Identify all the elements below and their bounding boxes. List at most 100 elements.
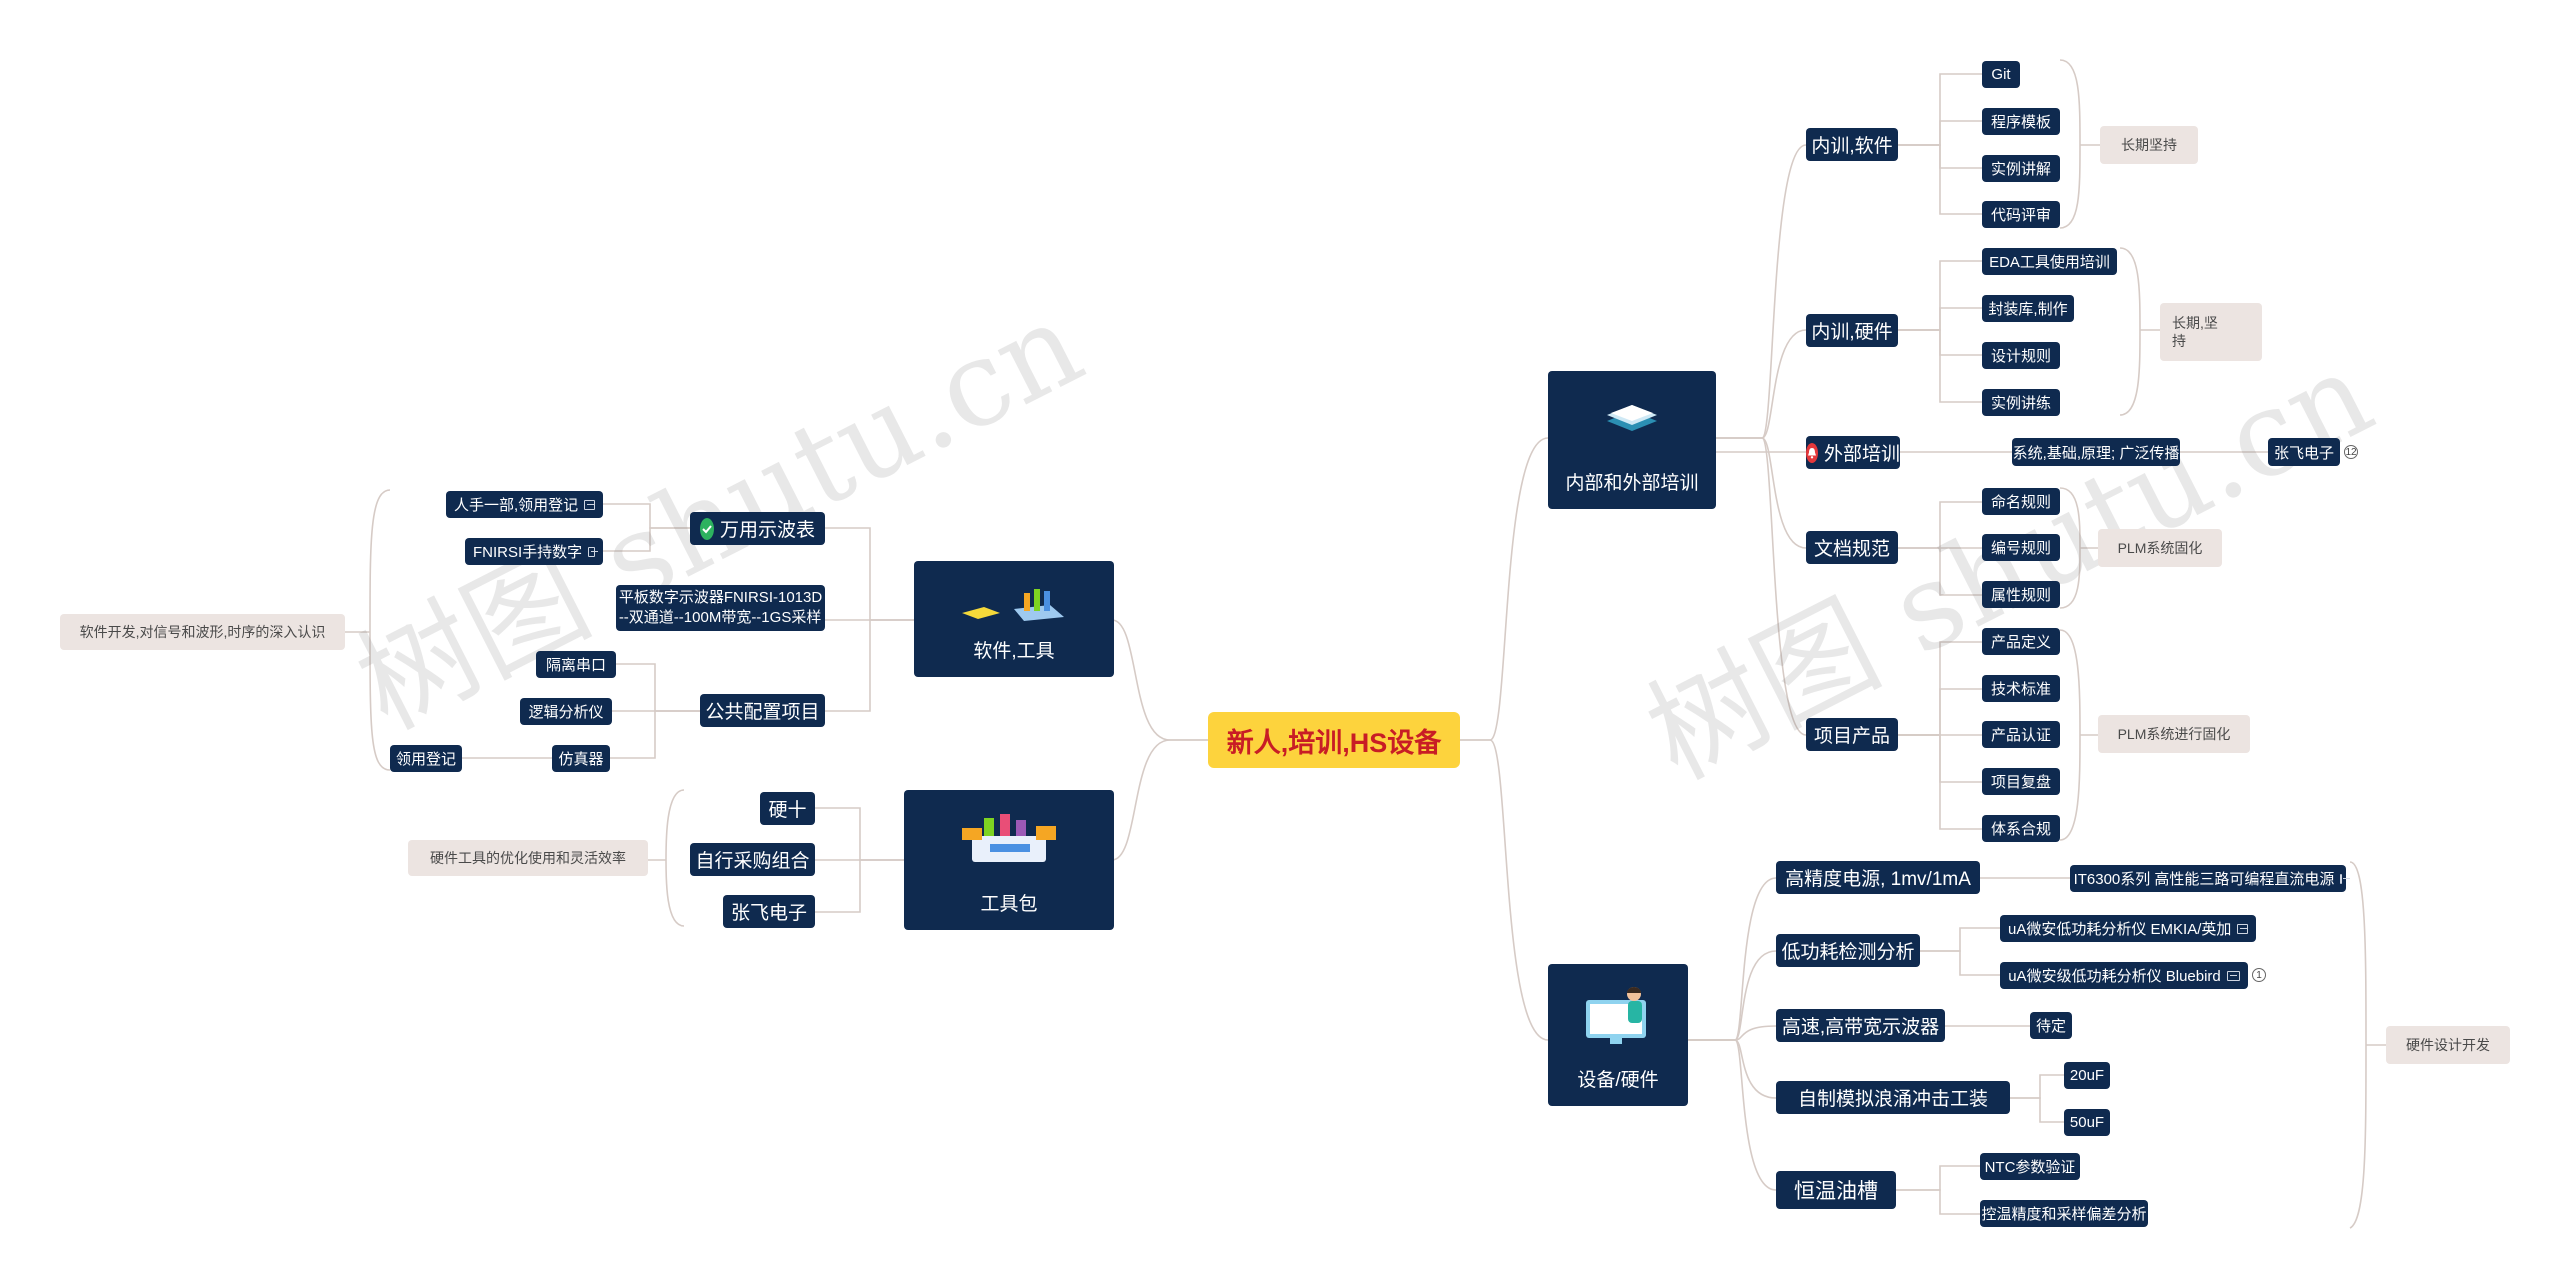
node-label: Git: [1991, 66, 2010, 83]
main-node-label: 工具包: [980, 889, 1037, 916]
node-emulator-register[interactable]: 领用登记: [390, 745, 462, 772]
main-node-equipment[interactable]: 设备/硬件: [1548, 964, 1688, 1106]
tablet-scope-line2: --双通道--100M带宽--1GS采样: [619, 609, 822, 626]
summary-plm-process[interactable]: PLM系统进行固化: [2098, 715, 2250, 753]
node-label: FNIRSI手持数字: [473, 541, 582, 562]
main-node-toolkit[interactable]: 工具包: [904, 790, 1114, 930]
main-node-software-tools[interactable]: 软件,工具: [914, 561, 1114, 677]
node-naming-rules[interactable]: 命名规则: [1982, 488, 2060, 515]
node-tablet-oscilloscope[interactable]: 平板数字示波器FNIRSI-1013D --双通道--100M带宽--1GS采样: [616, 585, 825, 631]
node-label: 控温精度和采样偏差分析: [1982, 1203, 2147, 1224]
count-badge: 1: [2252, 968, 2266, 982]
note-icon: [2237, 924, 2248, 934]
main-node-label: 内部和外部培训: [1565, 468, 1698, 495]
node-label: 恒温油槽: [1794, 1175, 1878, 1205]
node-surge-fixture[interactable]: 自制模拟浪涌冲击工装: [1776, 1081, 2010, 1114]
node-label: 体系合规: [1991, 818, 2051, 839]
node-self-purchase[interactable]: 自行采购组合: [690, 843, 815, 876]
node-label-multiline: 平板数字示波器FNIRSI-1013D --双通道--100M带宽--1GS采样: [619, 588, 822, 628]
node-label: 代码评审: [1991, 204, 2051, 225]
node-label: 硬十: [769, 795, 807, 822]
node-internal-software[interactable]: 内训,软件: [1806, 128, 1898, 161]
node-external-training[interactable]: 外部培训: [1806, 436, 1900, 469]
node-eda-training[interactable]: EDA工具使用培训: [1982, 248, 2117, 275]
node-50uf[interactable]: 50uF: [2064, 1109, 2110, 1136]
node-label: 实例讲练: [1991, 392, 2051, 413]
node-label: 低功耗检测分析: [1782, 937, 1915, 964]
note-icon: [588, 547, 595, 557]
node-zhangfei-left[interactable]: 张飞电子: [723, 895, 815, 928]
node-emulator[interactable]: 仿真器: [552, 745, 610, 772]
node-20uf[interactable]: 20uF: [2064, 1062, 2110, 1089]
node-handheld-register[interactable]: 人手一部,领用登记: [446, 491, 603, 518]
node-label: 万用示波表: [720, 515, 815, 542]
node-oil-bath[interactable]: 恒温油槽: [1776, 1171, 1896, 1209]
node-attribute-rules[interactable]: 属性规则: [1982, 581, 2060, 608]
link-root-software: [1112, 620, 1208, 740]
node-yingshi[interactable]: 硬十: [760, 792, 815, 825]
summary-long-term[interactable]: 长期坚持: [2100, 126, 2198, 164]
note-icon: [2340, 874, 2342, 884]
node-label: 自制模拟浪涌冲击工装: [1798, 1084, 1988, 1111]
node-system-compliance[interactable]: 体系合规: [1982, 815, 2060, 842]
node-logic-analyzer[interactable]: 逻辑分析仪: [520, 698, 612, 725]
node-internal-hardware[interactable]: 内训,硬件: [1806, 314, 1898, 347]
node-example-practice[interactable]: 实例讲练: [1982, 389, 2060, 416]
node-isolated-serial[interactable]: 隔离串口: [536, 651, 616, 678]
node-tech-standards[interactable]: 技术标准: [1982, 675, 2060, 702]
node-project-review[interactable]: 项目复盘: [1982, 768, 2060, 795]
node-zhangfei-right[interactable]: 张飞电子: [2268, 438, 2340, 466]
summary-label: PLM系统进行固化: [2118, 724, 2231, 744]
node-temp-accuracy[interactable]: 控温精度和采样偏差分析: [1980, 1200, 2148, 1227]
summary-hardware-tools[interactable]: 硬件工具的优化使用和灵活效率: [408, 840, 648, 876]
node-precision-power[interactable]: 高精度电源, 1mv/1mA: [1776, 861, 1980, 894]
node-design-rules[interactable]: 设计规则: [1982, 342, 2060, 369]
node-pending[interactable]: 待定: [2030, 1012, 2072, 1039]
node-fnirsi-handheld[interactable]: FNIRSI手持数字: [465, 538, 603, 565]
node-label: 张飞电子: [731, 898, 807, 925]
node-project-products[interactable]: 项目产品: [1806, 718, 1898, 751]
main-node-label: 设备/硬件: [1577, 1065, 1658, 1092]
node-multimeter[interactable]: 万用示波表: [690, 512, 825, 545]
node-it6300[interactable]: IT6300系列 高性能三路可编程直流电源: [2070, 865, 2346, 892]
root-node[interactable]: 新人,培训,HS设备: [1208, 712, 1460, 768]
node-low-power-analysis[interactable]: 低功耗检测分析: [1776, 934, 1920, 967]
node-bluebird-analyzer[interactable]: uA微安级低功耗分析仪 Bluebird: [2000, 962, 2248, 989]
node-git[interactable]: Git: [1982, 61, 2020, 88]
node-system-basics[interactable]: 系统,基础,原理; 广泛传播: [2012, 438, 2180, 466]
link-root-toolkit: [1112, 740, 1208, 860]
node-label: 编号规则: [1991, 537, 2051, 558]
tools-illustration-icon: [954, 583, 1074, 627]
node-label: 技术标准: [1991, 678, 2051, 699]
summary-line1: 长期,坚: [2172, 314, 2218, 332]
main-node-training[interactable]: 内部和外部培训: [1548, 371, 1716, 509]
summary-plm-solidify[interactable]: PLM系统固化: [2098, 529, 2222, 567]
node-product-certification[interactable]: 产品认证: [1982, 721, 2060, 748]
node-program-template[interactable]: 程序模板: [1982, 108, 2060, 135]
node-label: 系统,基础,原理; 广泛传播: [2013, 442, 2180, 463]
link-root-training: [1460, 438, 1548, 740]
node-doc-standards[interactable]: 文档规范: [1806, 531, 1898, 564]
node-label: 设计规则: [1991, 345, 2051, 366]
node-product-definition[interactable]: 产品定义: [1982, 628, 2060, 655]
summary-line2: 持: [2172, 332, 2186, 350]
node-example-lecture[interactable]: 实例讲解: [1982, 155, 2060, 182]
node-common-items[interactable]: 公共配置项目: [700, 694, 825, 727]
node-label: 人手一部,领用登记: [454, 494, 578, 515]
node-footprint-library[interactable]: 封装库,制作: [1982, 295, 2074, 322]
node-label: EDA工具使用培训: [1989, 251, 2110, 272]
node-code-review[interactable]: 代码评审: [1982, 201, 2060, 228]
summary-hardware-dev[interactable]: 硬件设计开发: [2386, 1026, 2510, 1064]
node-ntc-verify[interactable]: NTC参数验证: [1980, 1153, 2080, 1180]
node-emkia-analyzer[interactable]: uA微安低功耗分析仪 EMKIA/英加: [2000, 915, 2256, 942]
alarm-bell-icon: [1806, 443, 1818, 463]
node-label: 产品定义: [1991, 631, 2051, 652]
summary-long-term-hw[interactable]: 长期,坚 持: [2160, 303, 2262, 361]
computer-person-illustration-icon: [1578, 984, 1658, 1048]
node-label: 50uF: [2070, 1114, 2104, 1131]
node-label: 高精度电源, 1mv/1mA: [1785, 864, 1971, 891]
node-label: uA微安低功耗分析仪 EMKIA/英加: [2008, 918, 2231, 939]
summary-software-dev[interactable]: 软件开发,对信号和波形,时序的深入认识: [60, 614, 345, 650]
node-high-speed-scope[interactable]: 高速,高带宽示波器: [1776, 1009, 1945, 1042]
node-numbering-rules[interactable]: 编号规则: [1982, 534, 2060, 561]
